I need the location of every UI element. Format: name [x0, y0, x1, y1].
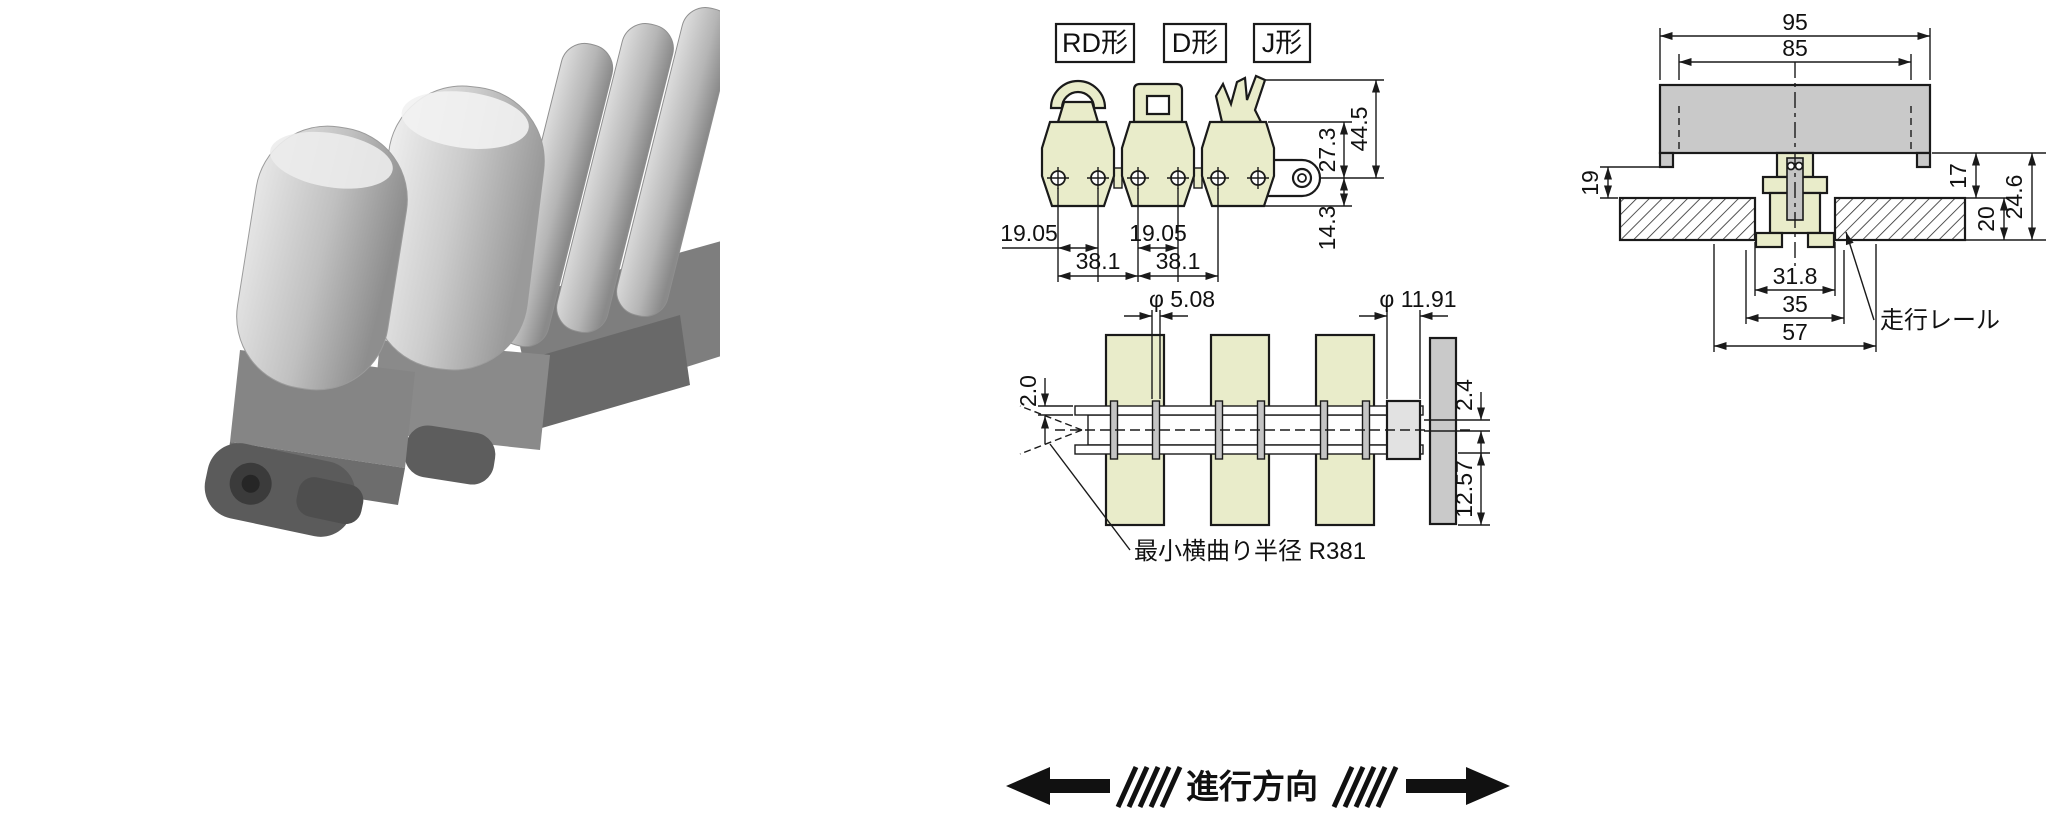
dim-overall-height: 44.5	[1346, 80, 1380, 178]
dim-inner-width: 85	[1678, 35, 1912, 80]
dim-double-pitch-right-text: 38.1	[1156, 248, 1201, 274]
rail-label: 走行レール	[1845, 231, 2000, 334]
dim-pin-diameter: φ 5.08	[1124, 286, 1215, 399]
min-radius-note-text: 最小横曲り半径 R381	[1134, 538, 1366, 565]
j-fork	[1214, 74, 1267, 124]
dim-left-height-text: 19	[1580, 170, 1603, 196]
dim-roller-width-text: 12.57	[1451, 460, 1477, 518]
rail-left	[1618, 196, 1757, 242]
roller	[1104, 451, 1166, 527]
photo-module-left	[204, 125, 415, 537]
front-and-plan-view-drawing: RD形 D形 J形	[1000, 22, 1510, 809]
dim-gap: 31.8	[1754, 242, 1836, 296]
roller	[1209, 333, 1271, 409]
hatch-left	[1115, 765, 1183, 809]
dim-pin-to-bottom: 14.3	[1314, 178, 1348, 251]
dim-gap-text: 31.8	[1773, 263, 1818, 289]
dim-inner-span: 35	[1745, 250, 1845, 324]
link-j	[1200, 74, 1276, 208]
dim-plate-thickness: 2.0	[1015, 375, 1073, 444]
photo-module-middle	[371, 85, 550, 485]
section-view-drawing: 95 85 19 17 20 24.6	[1580, 9, 2046, 352]
hatch-right	[1331, 765, 1399, 809]
roller	[1209, 451, 1271, 527]
dim-pin-diameter-text: φ 5.08	[1149, 286, 1215, 312]
left-arrow-icon	[1006, 767, 1110, 805]
type-label-j: J形	[1252, 22, 1312, 64]
dim-right-total-text: 24.6	[2001, 175, 2027, 220]
dim-double-pitch-left-text: 38.1	[1076, 248, 1121, 274]
dim-pitch-right-text: 19.05	[1129, 220, 1187, 246]
type-label-d: D形	[1162, 22, 1228, 64]
d-loop	[1132, 82, 1184, 124]
min-radius-note: 最小横曲り半径 R381	[1019, 405, 1366, 565]
dim-plate-top-to-pin-text: 27.3	[1314, 128, 1340, 173]
dim-overall-width: 95	[1659, 9, 1931, 80]
dim-rail-height: 20	[1973, 198, 2008, 240]
dim-pitch-left-text: 19.05	[1000, 220, 1058, 246]
link-rd	[1040, 79, 1116, 208]
dim-inner-span-text: 35	[1782, 291, 1808, 317]
dim-overall-width-text: 95	[1782, 9, 1808, 35]
type-labels: RD形 D形 J形	[1054, 22, 1312, 64]
dim-roller-width: 12.57	[1451, 452, 1490, 526]
right-arrow-icon	[1406, 767, 1510, 805]
dim-left-height: 19	[1580, 166, 1671, 199]
dim-plate-top-to-pin: 27.3	[1314, 122, 1348, 178]
type-label-rd-text: RD形	[1062, 28, 1128, 58]
roller	[1104, 333, 1166, 409]
rail-right	[1833, 196, 1967, 242]
dim-pin-to-bottom-text: 14.3	[1314, 206, 1340, 251]
dim-plate-thickness-text: 2.0	[1015, 375, 1041, 407]
pin-holes	[1047, 167, 1269, 189]
dim-outer-span: 57	[1713, 244, 1877, 352]
plan-view: φ 5.08 φ 11.91 2.0	[1015, 286, 1490, 565]
dim-inner-width-text: 85	[1782, 35, 1808, 61]
dim-pitch-left: 19.05	[1000, 220, 1098, 252]
direction-indicator: 進行方向	[1006, 765, 1510, 809]
front-view: 19.05 19.05 38.1 38.1 44.5	[1000, 74, 1384, 282]
type-label-rd: RD形	[1054, 22, 1136, 64]
link-d	[1120, 82, 1196, 208]
dim-double-pitch-left: 38.1	[1058, 248, 1138, 280]
outer-plate-top	[1074, 405, 1424, 416]
dim-right-total: 24.6	[2001, 153, 2036, 240]
dim-offset-text: 2.4	[1451, 379, 1477, 411]
dim-pitch-right: 19.05	[1129, 220, 1187, 252]
dim-right-upper: 17	[1945, 153, 1980, 198]
product-photo	[204, 6, 720, 537]
rd-ring	[1049, 79, 1107, 110]
roller	[1314, 451, 1376, 527]
dim-bush-diameter: φ 11.91	[1359, 286, 1457, 399]
dim-right-upper-text: 17	[1945, 163, 1971, 189]
type-label-d-text: D形	[1172, 28, 1219, 58]
outer-plate-bottom	[1074, 444, 1424, 455]
rail-label-text: 走行レール	[1880, 307, 2000, 334]
roller	[1314, 333, 1376, 409]
direction-label: 進行方向	[1186, 768, 1318, 805]
dim-rail-height-text: 20	[1973, 206, 1999, 232]
dim-overall-height-text: 44.5	[1346, 107, 1372, 152]
photo-chain-link	[204, 443, 364, 537]
type-label-j-text: J形	[1262, 28, 1303, 58]
dim-bush-diameter-text: φ 11.91	[1379, 286, 1456, 312]
dim-double-pitch-right: 38.1	[1138, 248, 1218, 280]
dim-outer-span-text: 57	[1782, 319, 1808, 345]
